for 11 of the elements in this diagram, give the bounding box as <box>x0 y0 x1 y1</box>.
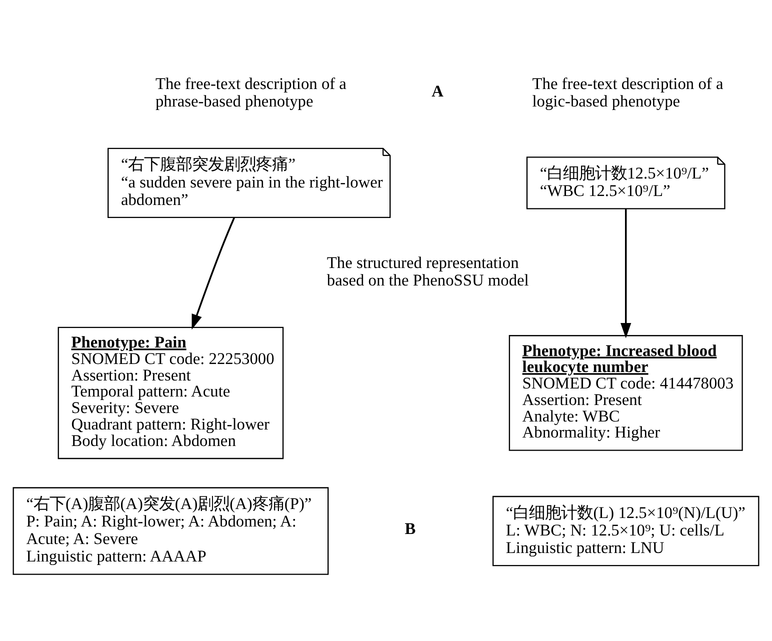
node-box: Phenotype: Pain SNOMED CT code: 22253000 Assertion: Present Temporal pattern: Acute Severity: Severe Quadrant pattern: Right-lower Body location: Abdomen <box>58 326 284 459</box>
node-box: Phenotype: Increased blood leukocyte number SNOMED CT code: 414478003 Assertion: Present Analyte: WBC Abnormality: Higher <box>508 334 743 450</box>
node-label: The free-text description of a phrase-based phenotype <box>155 73 346 110</box>
node-box: “右下(A)腹部(A)突发(A)剧烈(A)疼痛(P)” P: Pain; A: Right-lower; A: Abdomen; A: Acute; A: Severe Linguistic pattern: AAAAP <box>12 486 329 574</box>
node-label: The free-text description of a logic-based phenotype <box>532 73 724 110</box>
node-box: “白细胞计数(L) 12.5×10⁹(N)/L(U)” L: WBC; N: 12.5×10⁹; U: cells/L Linguistic pattern: LNU <box>492 495 760 566</box>
label: A <box>432 81 444 100</box>
label: B <box>404 518 416 538</box>
arrow <box>620 208 632 338</box>
arrow <box>192 216 235 330</box>
label: The structured representation based on the PhenoSSU model <box>326 252 529 290</box>
